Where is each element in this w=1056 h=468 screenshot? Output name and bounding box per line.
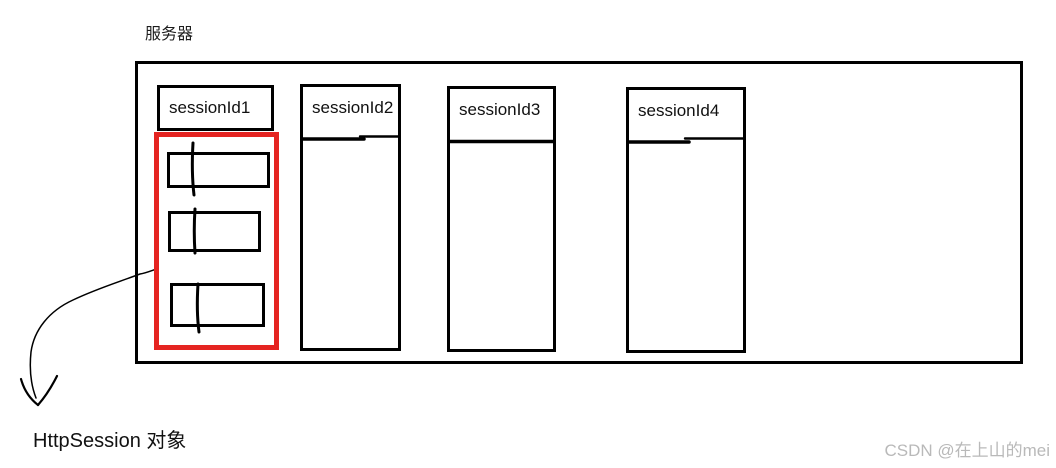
- session1-label: sessionId1: [169, 98, 251, 117]
- arrowhead-icon: [36, 374, 59, 407]
- session1-entry-box-3: [170, 283, 265, 327]
- session4-box: sessionId4: [626, 87, 746, 353]
- server-box: [135, 61, 1023, 364]
- session2-box: sessionId2: [300, 84, 401, 351]
- session3-box: sessionId3: [447, 86, 556, 352]
- session2-label: sessionId2: [312, 98, 394, 117]
- session4-label: sessionId4: [638, 101, 720, 120]
- session1-header-box: sessionId1: [157, 85, 274, 131]
- httpsession-caption: HttpSession 对象: [33, 430, 187, 452]
- arrowhead-icon: [19, 377, 40, 407]
- session1-entry-box-1: [167, 152, 270, 188]
- session1-entry-box-2: [168, 211, 261, 252]
- server-title: 服务器: [145, 26, 194, 43]
- csdn-watermark: CSDN @在上山的mei: [884, 441, 1050, 460]
- session3-label: sessionId3: [459, 100, 541, 119]
